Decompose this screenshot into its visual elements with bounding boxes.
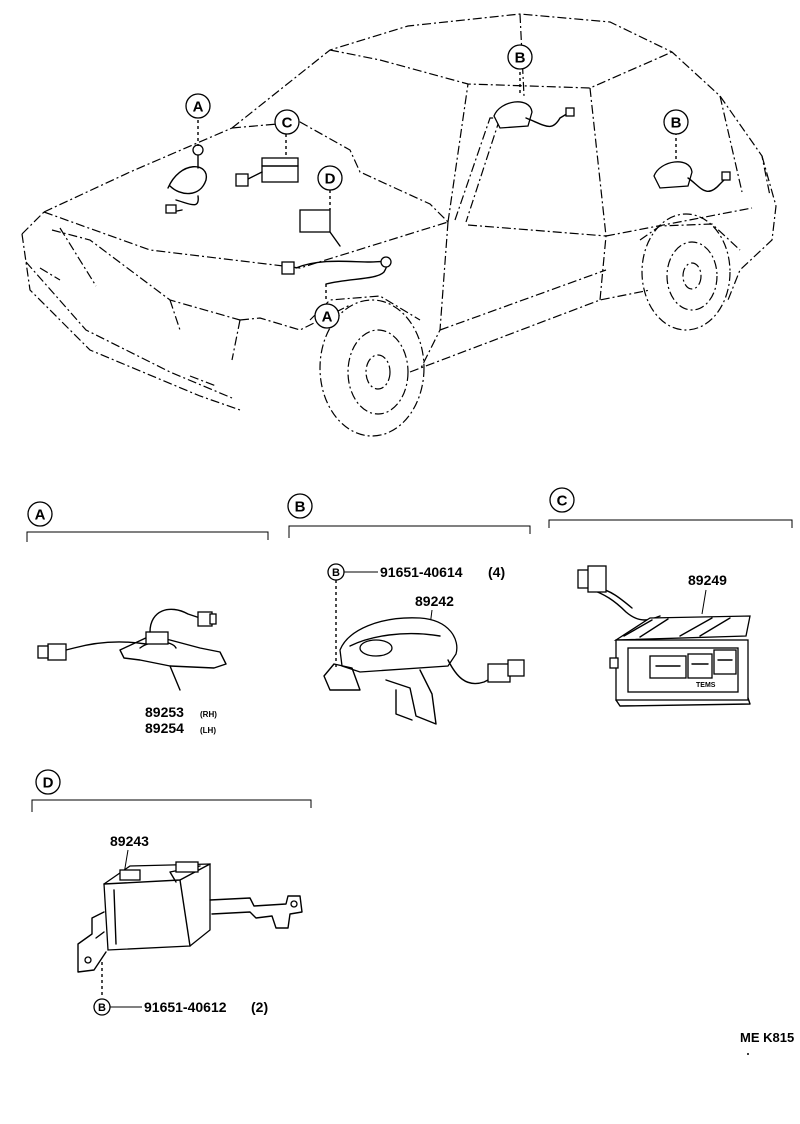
section-a: A 89253 (RH) 89254 (LH) [26,501,269,736]
height-sensor-b-drawing [323,617,525,725]
part-number-89243: 89243 [110,833,149,849]
bolt-ref-letter: B [332,567,340,579]
callout-letter: A [322,309,333,326]
bolt-number-91651-40614: 91651-40614 [380,564,463,580]
part-number-89249: 89249 [688,572,727,588]
callout-letter: D [325,171,336,188]
section-letter: B [295,499,306,516]
tems-panel-label: TEMS [696,682,716,689]
callout-b-rear: B [663,109,689,135]
callout-letter: A [193,99,204,116]
tems-switch-drawing [577,565,751,707]
callout-b-roof: B [507,44,533,70]
section-letter: C [557,493,568,510]
height-sensor-a-drawing [37,608,227,691]
callout-letter: B [515,50,526,67]
part-number-89242: 89242 [415,593,454,609]
bolt-number-91651-40612: 91651-40612 [144,999,227,1015]
callout-a-bottom: A [314,303,340,329]
callout-letter: C [282,115,293,132]
callout-letter: B [671,115,682,132]
section-b: B B 91651-40614 (4) 89242 [287,493,531,725]
part-number-89253: 89253 [145,704,184,720]
section-c: C 89249 TEMS [548,487,793,707]
callout-a-top: A [185,93,211,119]
bolt-qty: (2) [251,999,268,1015]
car-illustration [21,13,777,437]
section-letter: A [35,507,46,524]
section-d: D 89243 B 91651-40612 (2) [31,769,312,1016]
callout-d-top: D [317,165,343,191]
part-suffix-rh: (RH) [200,710,217,719]
engine-bay-components [165,72,731,302]
suspension-computer-drawing [77,861,303,973]
section-letter: D [43,775,54,792]
part-number-89254: 89254 [145,720,184,736]
bolt-qty: (4) [488,564,505,580]
part-suffix-lh: (LH) [200,726,216,735]
diagram-code: ME K815 [740,1030,794,1045]
bolt-ref-letter: B [98,1002,106,1014]
callout-c-top: C [274,109,300,135]
